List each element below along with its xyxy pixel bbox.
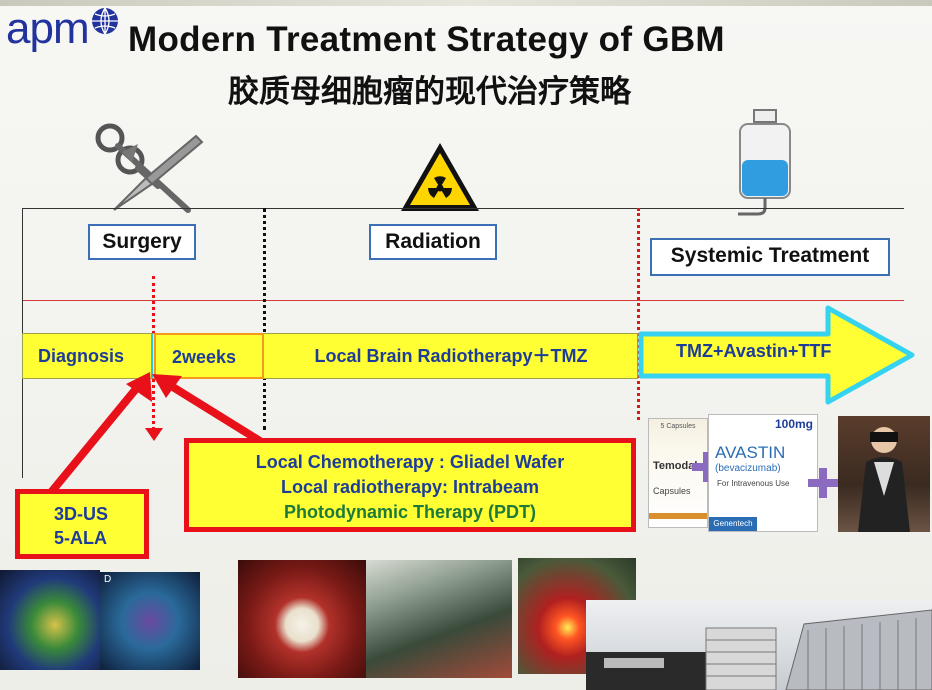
segment-diagnosis: Diagnosis [23, 334, 153, 378]
top-stripe [0, 0, 932, 6]
temodal-name: Temodal [653, 460, 698, 472]
patient-photo [838, 416, 930, 532]
iv-bag-icon [738, 109, 791, 216]
red-divider-line [22, 300, 904, 301]
scan-label: D [104, 574, 112, 585]
imaging-line-1: 3D-US [54, 504, 109, 524]
avastin-box: 100mg AVASTIN (bevacizumab) For Intraven… [708, 414, 818, 532]
dotted-arrow-head [145, 428, 163, 441]
imaging-scan-photo-2: D [100, 572, 200, 670]
title-chinese: 胶质母细胞瘤的现代治疗策略 [228, 74, 631, 110]
hospital-building-image [586, 600, 932, 690]
avastin-maker: Genentech [709, 517, 757, 531]
intraop-treatment-box: Local Chemotherapy : Gliadel Wafer Local… [184, 438, 636, 532]
stage-systemic: Systemic Treatment [650, 238, 890, 276]
patient-figure [858, 427, 910, 532]
segment-2weeks: 2weeks [154, 333, 264, 379]
top-timeline-line [22, 208, 904, 209]
dotted-line-black [263, 208, 266, 430]
radiotherapy-label: Local Brain Radiotherapy＋TMZ [314, 346, 588, 366]
plus-icon [692, 452, 722, 482]
plus-icon [808, 468, 838, 498]
logo-text: apm [6, 4, 90, 53]
intraop-line-2: Local radiotherapy: Intrabeam [280, 477, 540, 497]
avastin-use: For Intravenous Use [717, 479, 790, 488]
radiation-hazard-icon [401, 143, 479, 211]
intraop-line-1: Local Chemotherapy : Gliadel Wafer [255, 452, 565, 472]
stage-radiation: Radiation [369, 224, 497, 260]
intrabeam-photo [366, 560, 512, 678]
stage-surgery: Surgery [88, 224, 196, 260]
segment-radiotherapy: Local Brain Radiotherapy＋TMZ [266, 334, 636, 378]
temodal-stripe [649, 513, 707, 519]
systemic-arrow [638, 305, 915, 405]
imaging-box: 3D-US 5-ALA [15, 489, 149, 559]
avastin-generic: (bevacizumab) [715, 463, 781, 474]
scissors-scalpel-icon [95, 123, 204, 213]
apm-logo: apm [0, 4, 122, 54]
temodal-caps: Capsules [653, 486, 691, 496]
hospital-building-drawing [586, 609, 932, 690]
systemic-arrow-label: TMZ+Avastin+TTF [676, 341, 832, 361]
intraop-line-3: Photodynamic Therapy (PDT) [283, 502, 537, 522]
gliadel-surgery-photo [238, 560, 366, 678]
dotted-line-red [637, 208, 640, 420]
imaging-scan-photo-1 [0, 570, 100, 670]
weeks-label: 2weeks [172, 347, 237, 367]
title-english: Modern Treatment Strategy of GBM [128, 20, 725, 59]
diagnosis-label: Diagnosis [38, 346, 125, 366]
avastin-dose: 100mg [774, 417, 813, 431]
imaging-line-2: 5-ALA [54, 528, 107, 548]
globe-icon [92, 7, 118, 35]
avastin-name: AVASTIN [715, 443, 786, 462]
temodal-top-label: 5 Capsules [660, 423, 696, 430]
